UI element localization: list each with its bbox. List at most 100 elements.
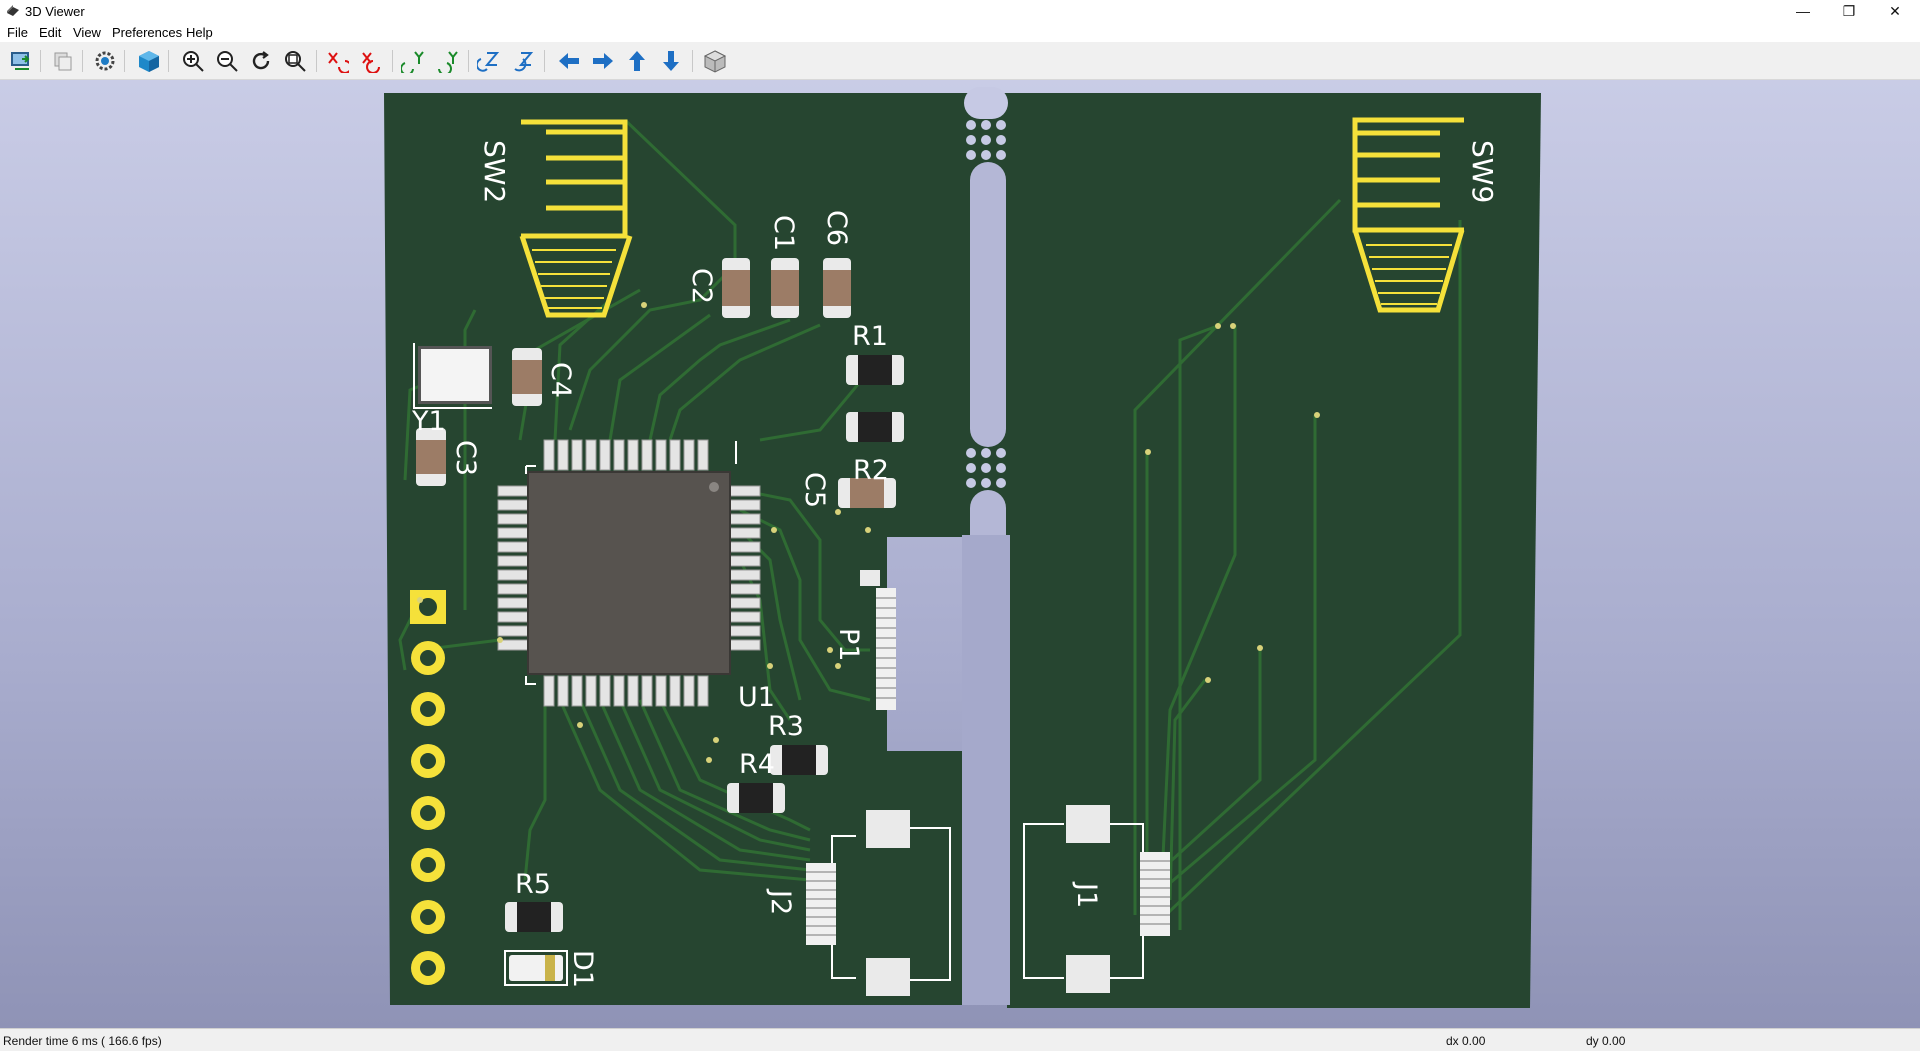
settings-button[interactable]	[92, 48, 118, 74]
rotate-y-ccw-icon	[438, 51, 458, 73]
traces-right	[1133, 198, 1462, 932]
menu-bar: File Edit View Preferences Help	[0, 22, 1920, 42]
title-bar: 3D Viewer — ❐ ✕	[0, 0, 1920, 22]
window-title: 3D Viewer	[25, 4, 85, 19]
zoom-out-button[interactable]	[214, 48, 240, 74]
label-sw9: SW9	[1466, 140, 1499, 203]
menu-file[interactable]: File	[7, 25, 28, 40]
label-r2: R2	[853, 455, 889, 486]
resistors	[505, 355, 904, 932]
ortho-cube-icon	[703, 50, 727, 73]
rotate-x-ccw-icon	[362, 52, 380, 73]
raytrace-cube-icon	[139, 51, 159, 72]
settings-icon	[95, 51, 115, 71]
toolbar	[0, 42, 1920, 80]
pan-right-icon	[593, 53, 613, 69]
y1-crystal	[413, 343, 492, 409]
raytrace-button[interactable]	[136, 48, 162, 74]
mouse-bites	[966, 120, 1006, 488]
pan-right-button[interactable]	[590, 48, 616, 74]
minimize-button[interactable]: —	[1796, 3, 1810, 19]
j2-connector	[806, 810, 951, 996]
label-r4: R4	[739, 749, 775, 780]
3d-viewport[interactable]: SW2 SW9 C2 C1 C6 C4 C3 C5 P1 J2 J1 D1 R1…	[0, 80, 1920, 1028]
menu-help[interactable]: Help	[186, 25, 213, 40]
menu-view[interactable]: View	[73, 25, 101, 40]
d1-led	[504, 950, 568, 986]
sw2-switch	[519, 119, 633, 318]
dx-readout: dx 0.00	[1446, 1034, 1486, 1048]
capacitors	[416, 258, 896, 508]
c6-cap	[823, 258, 851, 318]
label-c1: C1	[768, 215, 799, 251]
pan-down-button[interactable]	[658, 48, 684, 74]
label-r1: R1	[852, 321, 888, 352]
right-board	[1007, 93, 1541, 1008]
pin-header	[410, 590, 446, 985]
label-j2: J2	[765, 888, 796, 915]
zoom-fit-button[interactable]	[282, 48, 308, 74]
pan-left-button[interactable]	[556, 48, 582, 74]
c1-cap	[771, 258, 799, 318]
label-u1: U1	[738, 682, 775, 713]
c4-cap	[512, 348, 542, 406]
label-c3: C3	[450, 440, 481, 476]
r5-res	[505, 902, 563, 932]
copy-button[interactable]	[50, 48, 76, 74]
close-button[interactable]: ✕	[1889, 2, 1901, 19]
c2-cap	[722, 258, 750, 318]
zoom-fit-icon	[285, 51, 306, 72]
c5-cap	[838, 478, 896, 508]
redraw-button[interactable]	[248, 48, 274, 74]
label-j1: J1	[1071, 881, 1102, 908]
sw2-pins	[532, 249, 616, 309]
sw9-switch	[1352, 117, 1465, 313]
label-r3: R3	[768, 711, 804, 742]
rotate-x-cw-icon	[328, 52, 349, 73]
vias	[417, 302, 1320, 763]
rotate-z-cw-icon	[477, 52, 500, 72]
status-bar: Render time 6 ms ( 166.6 fps) dx 0.00 dy…	[0, 1028, 1920, 1051]
label-p1: P1	[833, 628, 864, 661]
c3-cap	[416, 428, 446, 486]
menu-preferences[interactable]: Preferences	[112, 25, 183, 40]
label-sw2: SW2	[478, 140, 511, 203]
sw9-pins	[1366, 244, 1452, 305]
redraw-icon	[252, 51, 270, 70]
r4-res	[727, 783, 785, 813]
rotate-z-ccw-button[interactable]	[510, 48, 536, 74]
rotate-y-cw-icon	[401, 51, 424, 73]
rotate-z-ccw-icon	[514, 52, 534, 72]
pan-left-icon	[559, 53, 579, 69]
zoom-in-button[interactable]	[180, 48, 206, 74]
dy-readout: dy 0.00	[1586, 1034, 1626, 1048]
label-c4: C4	[545, 362, 576, 398]
pcb-render: SW2 SW9 C2 C1 C6 C4 C3 C5 P1 J2 J1 D1 R1…	[384, 87, 1541, 1008]
pan-down-icon	[663, 51, 679, 71]
rotate-y-ccw-button[interactable]	[434, 48, 460, 74]
r3-res	[770, 745, 828, 775]
zoom-in-icon	[183, 51, 204, 72]
export-button[interactable]	[8, 48, 34, 74]
export-icon	[11, 52, 30, 70]
label-c2: C2	[686, 268, 717, 304]
pan-up-icon	[629, 51, 645, 71]
copy-icon	[54, 52, 72, 71]
p1-connector	[860, 570, 896, 710]
rotate-x-ccw-button[interactable]	[358, 48, 384, 74]
zoom-out-icon	[217, 51, 238, 72]
label-c5: C5	[799, 472, 830, 508]
ortho-button[interactable]	[702, 48, 728, 74]
menu-edit[interactable]: Edit	[39, 25, 62, 40]
rotate-z-cw-button[interactable]	[476, 48, 502, 74]
r1-res	[846, 355, 904, 385]
label-y1: Y1	[411, 406, 446, 437]
rotate-x-cw-button[interactable]	[324, 48, 350, 74]
pan-up-button[interactable]	[624, 48, 650, 74]
label-c6: C6	[821, 210, 852, 246]
label-d1: D1	[567, 950, 598, 988]
restore-button[interactable]: ❐	[1842, 2, 1856, 19]
render-time-text: Render time 6 ms ( 166.6 fps)	[3, 1034, 162, 1048]
rotate-y-cw-button[interactable]	[400, 48, 426, 74]
j1-connector	[1023, 805, 1170, 993]
